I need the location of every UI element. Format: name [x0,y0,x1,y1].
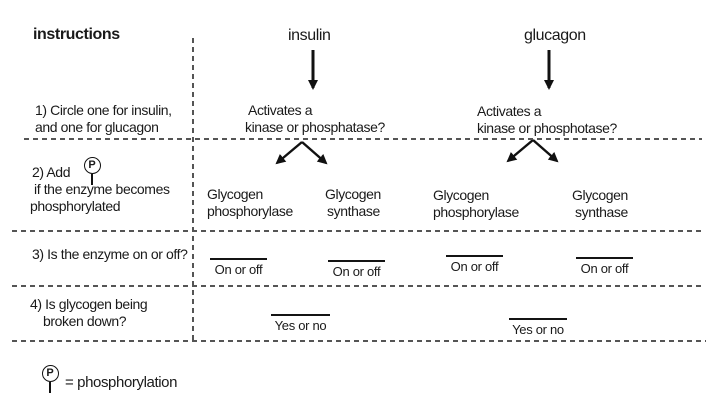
glucagon-question-line2[interactable]: kinase or phosphotase? [477,120,617,136]
enzyme-line1: Glycogen [207,186,263,202]
insulin-synthase-label: Glycogen synthase [325,186,381,220]
insulin-phosphorylase-on-off-slot: On or off [210,258,267,276]
phosphate-legend-stem [49,382,51,393]
phosphate-legend-symbol: P [41,365,59,382]
step1-instruction: 1) Circle one for insulin, and one for g… [35,102,172,136]
answer-blank-line [509,318,567,320]
insulin-question: Activates a kinase or phosphatase? [245,102,385,136]
step2-line3: phosphorylated [30,198,121,214]
glucagon-yes-no-slot: Yes or no [509,318,567,336]
instructions-heading: instructions [33,26,120,43]
insulin-phosphorylase-label: Glycogen phosphorylase [207,186,293,220]
glucagon-phosphorylase-on-off-slot: On or off [446,255,503,273]
glucagon-column-header: glucagon [524,27,586,44]
glucagon-synthase-on-off-slot: On or off [576,257,633,275]
enzyme-line2: phosphorylase [207,203,293,219]
glucagon-branch-arrows-icon [506,139,559,163]
on-off-option[interactable]: On or off [332,264,381,279]
step2-instruction: 2) Add if the enzyme becomes phosphoryla… [30,164,170,215]
step4-line2: broken down? [43,313,127,329]
enzyme-line2: synthase [575,204,628,220]
step1-line1: 1) Circle one for insulin, [35,102,172,118]
yes-no-option[interactable]: Yes or no [512,322,564,337]
insulin-yes-no-slot: Yes or no [271,314,330,332]
enzyme-line1: Glycogen [433,187,489,203]
row-divider-1 [24,138,702,140]
step1-line2: and one for glucagon [35,119,159,135]
column-divider-line [192,38,194,341]
insulin-question-line1[interactable]: Activates a [248,102,313,118]
answer-blank-line [446,255,503,257]
phosphate-icon: P [83,157,101,185]
row-divider-4 [12,340,706,342]
insulin-question-line2[interactable]: kinase or phosphatase? [245,119,385,135]
step2-prefix: 2) Add [32,164,71,180]
step4-instruction: 4) Is glycogen being broken down? [30,296,148,330]
answer-blank-line [576,257,633,259]
insulin-column-header: insulin [288,27,331,44]
glucagon-question: Activates a kinase or phosphotase? [477,103,617,137]
answer-blank-line [271,314,330,316]
yes-no-option[interactable]: Yes or no [274,318,327,333]
glucagon-synthase-label: Glycogen synthase [572,187,628,221]
on-off-option[interactable]: On or off [580,261,629,276]
enzyme-line2: phosphorylase [433,204,519,220]
answer-blank-line [328,260,385,262]
answer-blank-line [210,258,267,260]
enzyme-line1: Glycogen [325,186,381,202]
phosphate-icon-stem [91,174,93,185]
insulin-synthase-on-off-slot: On or off [328,260,385,278]
glucagon-question-line1[interactable]: Activates a [477,103,542,119]
enzyme-line1: Glycogen [572,187,628,203]
step4-line1: 4) Is glycogen being [30,296,148,312]
step2-line2: if the enzyme becomes [34,181,170,197]
insulin-branch-arrows-icon [275,141,328,165]
enzyme-line2: synthase [327,203,380,219]
step3-instruction: 3) Is the enzyme on or off? [32,246,188,262]
legend-text: = phosphorylation [65,374,178,391]
on-off-option[interactable]: On or off [214,262,263,277]
row-divider-2 [12,230,703,232]
phosphate-legend-icon: P [41,365,59,393]
phosphate-icon-symbol: P [83,157,101,174]
glucagon-phosphorylase-label: Glycogen phosphorylase [433,187,519,221]
on-off-option[interactable]: On or off [450,259,499,274]
row-divider-3 [12,285,703,287]
